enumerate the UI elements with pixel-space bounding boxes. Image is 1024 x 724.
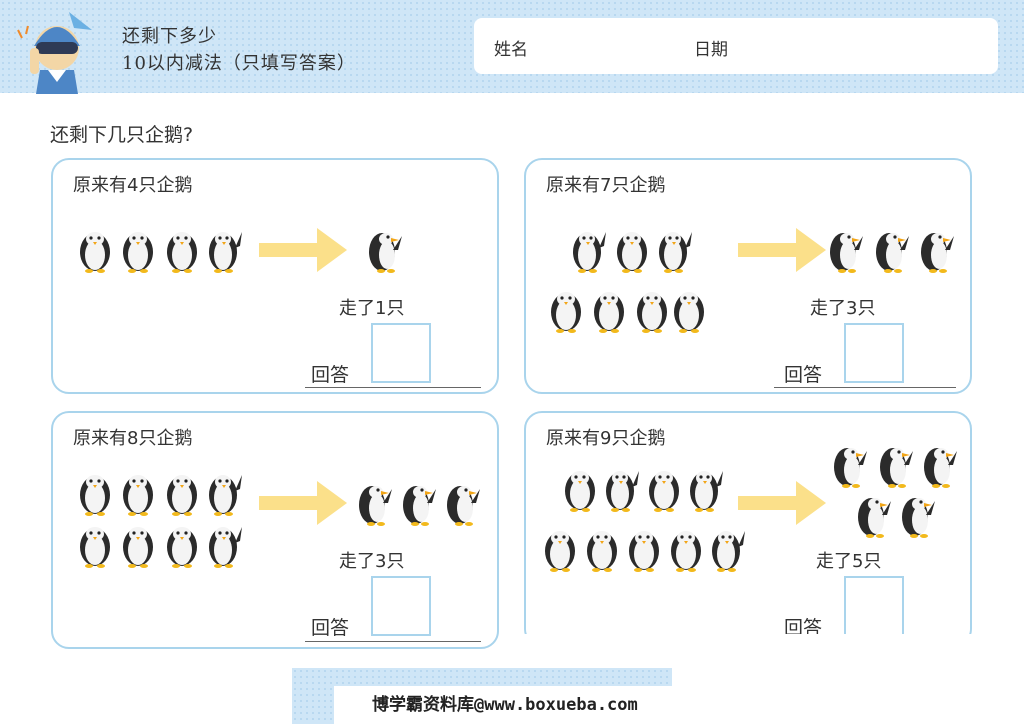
- penguin-icon: [548, 286, 584, 334]
- problem-panel-4: 原来有9只企鹅 走了5只 回答: [524, 411, 972, 647]
- penguin-icon: [919, 226, 955, 274]
- answer-underline: [305, 387, 481, 388]
- penguin-icon: [591, 286, 627, 334]
- penguin-icon: [634, 286, 670, 334]
- answer-box[interactable]: [844, 323, 904, 383]
- worksheet-subtitle: 10以内减法（只填写答案）: [122, 53, 356, 74]
- arrow-icon: [259, 226, 347, 274]
- footer-panel: [334, 686, 672, 724]
- penguin-icon: [832, 441, 868, 489]
- penguin-icon: [164, 521, 200, 569]
- penguin-icon: [542, 525, 578, 573]
- penguin-icon: [646, 465, 682, 513]
- problem-title: 原来有7只企鹅: [546, 175, 666, 196]
- penguin-icon: [401, 479, 437, 527]
- problem-panel-3: 原来有8只企鹅 走了3只 回答: [51, 411, 499, 649]
- answer-label: 回答: [311, 364, 350, 386]
- name-date-box: 姓名 日期: [474, 18, 998, 74]
- penguin-icon: [357, 479, 393, 527]
- penguin-icon: [207, 226, 243, 274]
- penguin-icon: [604, 465, 640, 513]
- question-text: 还剩下几只企鹅?: [50, 124, 194, 146]
- penguin-icon: [120, 226, 156, 274]
- page-cutoff: [523, 634, 975, 654]
- went-away-text: 走了3只: [339, 551, 405, 572]
- penguin-icon: [77, 469, 113, 517]
- answer-box[interactable]: [371, 323, 431, 383]
- answer-underline: [305, 641, 481, 642]
- answer-box[interactable]: [371, 576, 431, 636]
- penguin-icon: [367, 226, 403, 274]
- answer-label: 回答: [784, 364, 823, 386]
- answer-label: 回答: [311, 617, 350, 639]
- penguin-icon: [828, 226, 864, 274]
- penguin-icon: [120, 521, 156, 569]
- penguin-icon: [571, 226, 607, 274]
- penguin-icon: [207, 469, 243, 517]
- went-away-text: 走了3只: [810, 298, 876, 319]
- penguin-icon: [164, 469, 200, 517]
- penguin-icon: [710, 525, 746, 573]
- arrow-icon: [738, 226, 826, 274]
- went-away-text: 走了1只: [339, 298, 405, 319]
- penguin-icon: [688, 465, 724, 513]
- penguin-icon: [900, 491, 936, 539]
- penguin-icon: [77, 521, 113, 569]
- header: 还剩下多少 10以内减法（只填写答案） 姓名 日期: [0, 0, 1024, 94]
- penguin-icon: [584, 525, 620, 573]
- penguin-icon: [878, 441, 914, 489]
- penguin-icon: [120, 469, 156, 517]
- name-label: 姓名: [494, 40, 528, 60]
- mascot-icon: [17, 12, 92, 94]
- problem-title: 原来有8只企鹅: [73, 428, 193, 449]
- date-label: 日期: [694, 40, 728, 60]
- penguin-icon: [445, 479, 481, 527]
- penguin-icon: [626, 525, 662, 573]
- penguin-icon: [562, 465, 598, 513]
- went-away-text: 走了5只: [816, 551, 882, 572]
- problem-title: 原来有9只企鹅: [546, 428, 666, 449]
- penguin-icon: [77, 226, 113, 274]
- penguin-icon: [668, 525, 704, 573]
- penguin-icon: [922, 441, 958, 489]
- footer-watermark: 博学霸资料库@www.boxueba.com: [372, 695, 638, 715]
- worksheet-title: 还剩下多少: [122, 26, 217, 47]
- problem-title: 原来有4只企鹅: [73, 175, 193, 196]
- penguin-icon: [657, 226, 693, 274]
- penguin-icon: [164, 226, 200, 274]
- penguin-icon: [614, 226, 650, 274]
- problem-panel-2: 原来有7只企鹅 走了3只 回答: [524, 158, 972, 394]
- answer-underline: [774, 387, 956, 388]
- answer-box[interactable]: [844, 576, 904, 636]
- arrow-icon: [738, 479, 826, 527]
- penguin-icon: [874, 226, 910, 274]
- answer-label: 回答: [784, 617, 823, 639]
- penguin-icon: [207, 521, 243, 569]
- penguin-icon: [671, 286, 707, 334]
- penguin-icon: [856, 491, 892, 539]
- arrow-icon: [259, 479, 347, 527]
- problem-panel-1: 原来有4只企鹅 走了1只 回答: [51, 158, 499, 394]
